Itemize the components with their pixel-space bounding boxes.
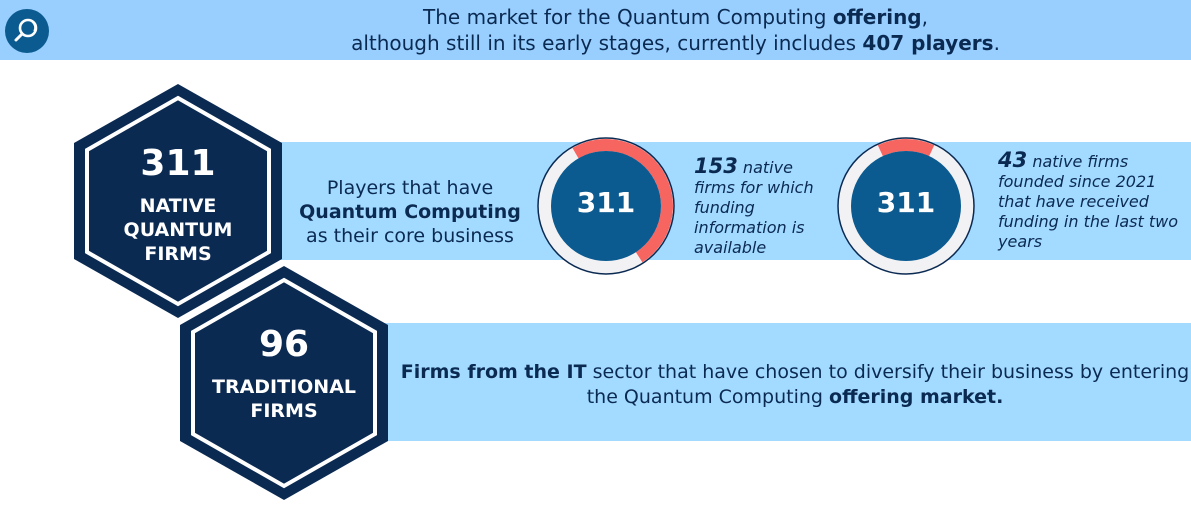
- traditional-firms-band: [370, 323, 1191, 441]
- donut-center-value: 311: [576, 186, 636, 219]
- recent-funding-note: 43 native firms founded since 2021 that …: [998, 150, 1183, 252]
- traditional-count: 96: [258, 324, 310, 365]
- native-desc-line: Players that have: [326, 177, 494, 199]
- logo-badge: [5, 9, 49, 53]
- headline-line-1: The market for the Quantum Computing off…: [423, 5, 928, 29]
- note-text: native firms for which funding informati…: [694, 158, 814, 257]
- native-label-line: NATIVE: [139, 195, 217, 217]
- magnifier-icon: [14, 18, 38, 42]
- traditional-firms-label: 96 TRADITIONAL FIRMS: [178, 325, 390, 423]
- native-firms-label: 311 NATIVE QUANTUM FIRMS: [72, 144, 284, 266]
- headline-line-2: although still in its early stages, curr…: [351, 31, 1000, 55]
- native-firms-band: [270, 142, 1191, 260]
- native-firms-hexagon: [74, 84, 282, 318]
- note-number: 153: [694, 154, 738, 178]
- native-desc-line: as their core business: [306, 225, 514, 247]
- note-number: 43: [998, 148, 1028, 172]
- header-banner: The market for the Quantum Computing off…: [0, 0, 1191, 60]
- funding-info-donut: [537, 137, 675, 275]
- native-count: 311: [140, 143, 216, 184]
- traditional-desc-bold: offering market.: [829, 386, 1004, 408]
- donut-center-value: 311: [876, 186, 936, 219]
- header-headline: The market for the Quantum Computing off…: [160, 4, 1191, 56]
- traditional-label-line: FIRMS: [250, 400, 318, 422]
- traditional-desc-text: sector that have chosen to diversify the…: [586, 361, 1190, 408]
- funding-info-note: 153 native firms for which funding infor…: [694, 156, 829, 258]
- traditional-firms-hexagon: [180, 266, 388, 500]
- traditional-label-line: TRADITIONAL: [211, 376, 357, 398]
- native-description: Players that have Quantum Computing as t…: [285, 176, 535, 248]
- native-desc-bold: Quantum Computing: [299, 201, 521, 223]
- native-label-line: QUANTUM: [123, 219, 233, 241]
- native-label-line: FIRMS: [144, 243, 212, 265]
- traditional-description: Firms from the IT sector that have chose…: [400, 360, 1190, 410]
- note-text: native firms founded since 2021 that hav…: [998, 152, 1179, 251]
- traditional-desc-bold: Firms from the IT: [400, 361, 587, 383]
- recent-funding-donut: [837, 137, 975, 275]
